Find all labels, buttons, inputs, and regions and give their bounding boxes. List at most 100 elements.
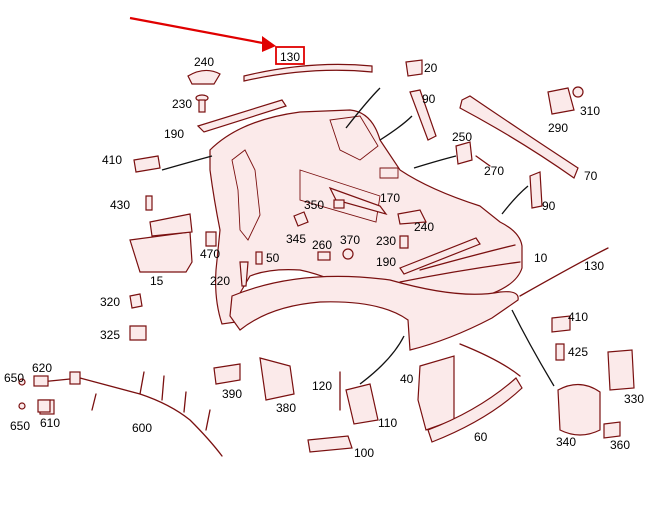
part-60-valance[interactable] (427, 377, 523, 443)
label-60: 60 (474, 430, 488, 444)
part-650-plug-top[interactable] (18, 378, 26, 386)
part-40-panel[interactable] (417, 355, 455, 431)
label-220: 220 (210, 274, 230, 288)
part-390-clip[interactable] (213, 363, 241, 385)
part-190-rail-top[interactable] (196, 99, 287, 133)
label-50: 50 (266, 251, 280, 265)
part-650-plug-bottom[interactable] (18, 402, 26, 410)
part-15-bracket[interactable] (149, 213, 193, 237)
part-430-screw[interactable] (145, 195, 153, 211)
part-470-bolt[interactable] (205, 231, 217, 247)
part-100-mount[interactable] (307, 435, 353, 453)
label-470: 470 (200, 247, 220, 261)
label-620: 620 (32, 361, 52, 375)
label-250: 250 (452, 130, 472, 144)
label-110: 110 (378, 416, 397, 430)
label-425: 425 (568, 345, 588, 359)
part-620-connector[interactable] (33, 375, 49, 387)
part-130-trim-strip[interactable] (243, 63, 373, 82)
part-410-clip-right[interactable] (551, 315, 571, 333)
part-310-nut[interactable] (572, 86, 584, 98)
part-50-fastener[interactable] (255, 251, 263, 265)
part-130-trim-right[interactable] (519, 247, 609, 297)
label-240-right: 240 (414, 220, 434, 234)
label-120: 120 (312, 379, 332, 393)
label-290: 290 (548, 121, 568, 135)
label-325: 325 (100, 328, 120, 342)
part-240-clip-right[interactable] (397, 209, 427, 225)
part-270-rod[interactable] (475, 155, 491, 167)
highlight-box-130[interactable] (275, 46, 305, 65)
leader-arrows (161, 87, 555, 387)
part-610-connector[interactable] (37, 399, 51, 413)
part-60-valance-upper[interactable] (459, 343, 521, 377)
label-70: 70 (584, 169, 598, 183)
label-320: 320 (100, 295, 120, 309)
part-350-nut[interactable] (333, 199, 345, 209)
part-70-trim[interactable] (459, 95, 579, 179)
label-90-top: 90 (422, 92, 436, 106)
part-410-clip-left[interactable] (133, 155, 161, 173)
part-240-clip-top[interactable] (187, 69, 221, 85)
label-240-top: 240 (194, 55, 214, 69)
part-340-holder[interactable] (557, 383, 601, 436)
part-90-bracket-top[interactable] (409, 89, 437, 141)
label-430: 430 (110, 198, 130, 212)
part-190-rail-right[interactable] (399, 237, 481, 275)
part-250-bracket[interactable] (455, 141, 473, 165)
part-320-clip[interactable] (129, 293, 143, 309)
label-380: 380 (276, 401, 296, 415)
label-190-right: 190 (376, 255, 396, 269)
part-90-bracket-right[interactable] (529, 171, 543, 209)
part-370-clip[interactable] (342, 248, 354, 260)
highlight-arrow (129, 16, 276, 52)
label-370: 370 (340, 233, 360, 247)
part-20-connector[interactable] (405, 59, 423, 77)
part-15-side-panel[interactable] (129, 231, 193, 273)
part-425-bolt[interactable] (555, 343, 565, 361)
label-90-right: 90 (542, 199, 556, 213)
part-600-wiring-harness[interactable] (39, 371, 223, 457)
label-230-top: 230 (172, 97, 192, 111)
part-380-bracket[interactable] (259, 357, 295, 401)
part-230-screw-right[interactable] (399, 235, 409, 249)
label-15: 15 (150, 274, 164, 288)
label-360: 360 (610, 438, 630, 452)
part-345-nut[interactable] (293, 211, 309, 227)
label-410-left: 410 (102, 153, 122, 167)
label-40: 40 (400, 372, 414, 386)
bumper-carrier[interactable] (209, 109, 523, 325)
part-230-screw-top[interactable] (195, 94, 209, 113)
label-310: 310 (580, 104, 600, 118)
part-290-block[interactable] (547, 87, 575, 115)
label-20: 20 (424, 61, 438, 75)
label-170: 170 (380, 191, 400, 205)
label-230-right: 230 (376, 234, 396, 248)
label-260: 260 (312, 238, 332, 252)
label-270: 270 (484, 164, 504, 178)
part-110-bracket[interactable] (345, 383, 379, 425)
label-350: 350 (304, 198, 324, 212)
label-330: 330 (624, 392, 644, 406)
part-10-bumper-cover[interactable] (229, 275, 519, 351)
label-610: 610 (40, 416, 60, 430)
part-170-grille[interactable] (328, 186, 388, 216)
label-650-top: 650 (4, 371, 24, 385)
label-130: 130 (280, 50, 300, 64)
label-190-top: 190 (164, 127, 184, 141)
part-325-clip[interactable] (129, 325, 147, 341)
part-220-pin[interactable] (239, 261, 249, 287)
part-260-plug[interactable] (317, 251, 331, 261)
part-360-clip[interactable] (603, 421, 621, 439)
label-650-bottom: 650 (10, 419, 30, 433)
part-330-housing[interactable] (607, 349, 635, 391)
label-340: 340 (556, 435, 576, 449)
label-600: 600 (132, 421, 152, 435)
label-100: 100 (354, 446, 374, 460)
label-10: 10 (534, 251, 548, 265)
label-410-right: 410 (568, 310, 588, 324)
label-130-right: 130 (584, 259, 604, 273)
part-labels: 130 240 20 230 90 310 190 290 250 410 27… (4, 50, 644, 460)
label-390: 390 (222, 387, 242, 401)
